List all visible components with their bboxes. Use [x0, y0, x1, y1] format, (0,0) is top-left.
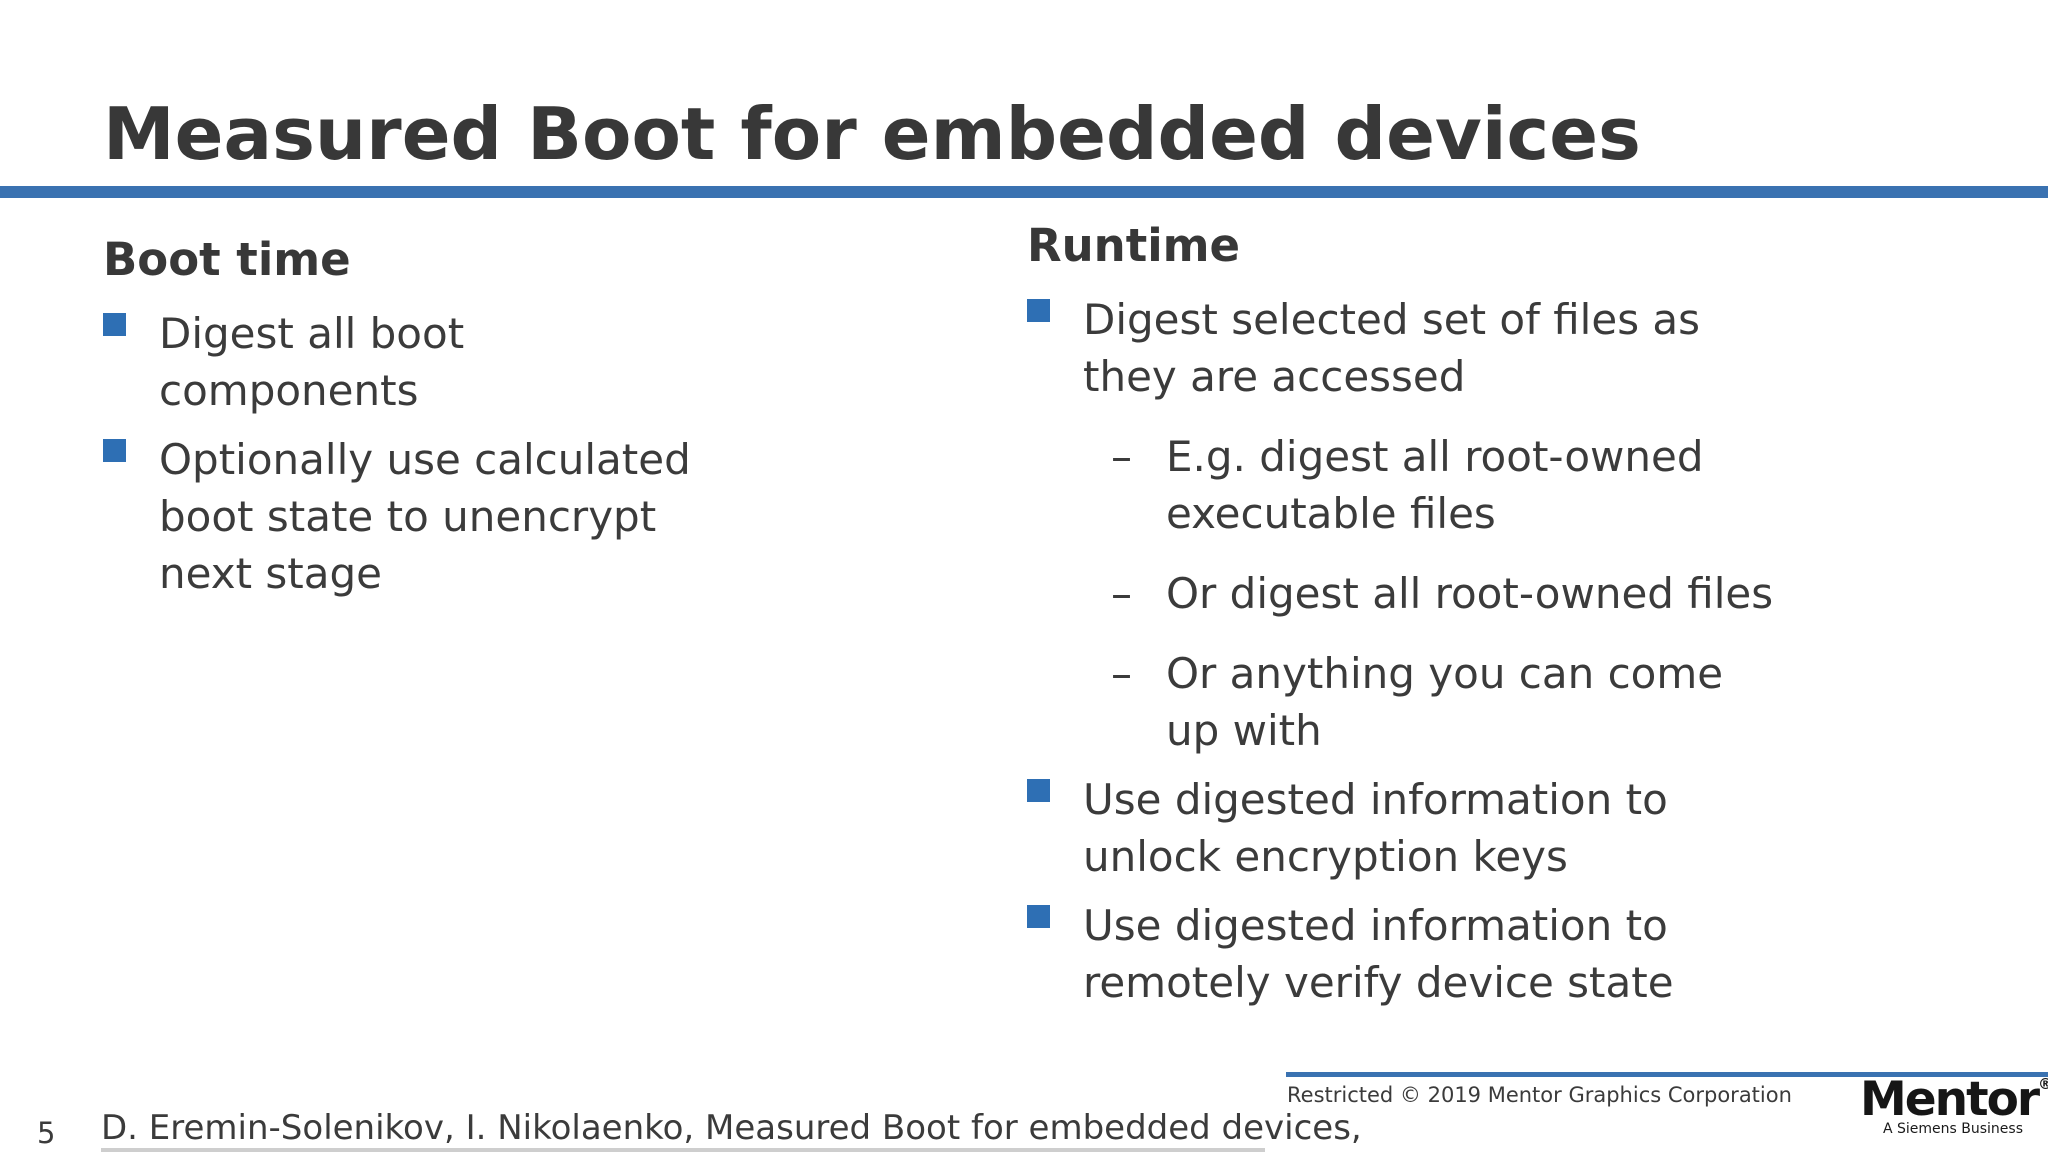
title-underline-rule [0, 186, 2048, 198]
sub-bullet-item: – Or anything you can come up with [1027, 645, 1927, 759]
sub-bullet-item: – Or digest all root-owned files [1027, 565, 1927, 622]
bullet-item: Optionally use calculated boot state to … [103, 431, 763, 602]
restriction-notice: Restricted © 2019 Mentor Graphics Corpor… [1287, 1083, 1792, 1107]
bullet-line: E.g. digest all root-owned [1166, 432, 1704, 481]
bullet-item: Digest selected set of files as they are… [1027, 291, 1927, 405]
bullet-line: up with [1166, 706, 1322, 755]
slide-title: Measured Boot for embedded devices [103, 92, 1641, 176]
bullet-line: Use digested information to [1083, 901, 1668, 950]
clipped-citation-second-line [101, 1148, 1265, 1152]
bullet-item: Use digested information to unlock encry… [1027, 771, 1927, 885]
bullet-line: remotely verify device state [1083, 958, 1674, 1007]
left-column-heading: Boot time [103, 233, 351, 286]
bullet-line: Optionally use calculated [159, 435, 691, 484]
left-bullet-list: Digest all boot components Optionally us… [103, 305, 763, 602]
siemens-tagline: A Siemens Business [1882, 1121, 2023, 1137]
bullet-line: components [159, 366, 419, 415]
registered-trademark-mark: ® [2038, 1075, 2048, 1093]
right-column-heading: Runtime [1027, 219, 1241, 272]
mentor-logo-text: Mentor [1860, 1072, 2040, 1127]
dash-bullet-marker: – [1111, 432, 1132, 481]
slide-page-number: 5 [37, 1116, 56, 1150]
bullet-line: Or digest all root-owned files [1166, 569, 1774, 618]
bullet-line: boot state to unencrypt [159, 492, 657, 541]
right-bullet-list: Digest selected set of files as they are… [1027, 291, 1927, 1011]
bullet-line: next stage [159, 549, 382, 598]
footer-divider-rule [1286, 1072, 2048, 1077]
left-column: Boot time Digest all boot components Opt… [103, 233, 763, 602]
right-column: Runtime Digest selected set of files as … [1027, 219, 1927, 1011]
bullet-line: Digest all boot [159, 309, 465, 358]
bullet-line: Or anything you can come [1166, 649, 1724, 698]
bullet-item: Digest all boot components [103, 305, 763, 419]
bullet-line: executable files [1166, 489, 1496, 538]
bullet-item: Use digested information to remotely ver… [1027, 897, 1927, 1011]
citation-text: D. Eremin-Solenikov, I. Nikolaenko, Meas… [101, 1108, 1362, 1148]
sub-bullet-item: – E.g. digest all root-owned executable … [1027, 428, 1927, 542]
bullet-line: they are accessed [1083, 352, 1466, 401]
dash-bullet-marker: – [1111, 569, 1132, 618]
bullet-line: unlock encryption keys [1083, 832, 1568, 881]
dash-bullet-marker: – [1111, 649, 1132, 698]
bullet-line: Use digested information to [1083, 775, 1668, 824]
mentor-logo: Mentor® [1860, 1076, 2048, 1123]
bullet-line: Digest selected set of files as [1083, 295, 1701, 344]
